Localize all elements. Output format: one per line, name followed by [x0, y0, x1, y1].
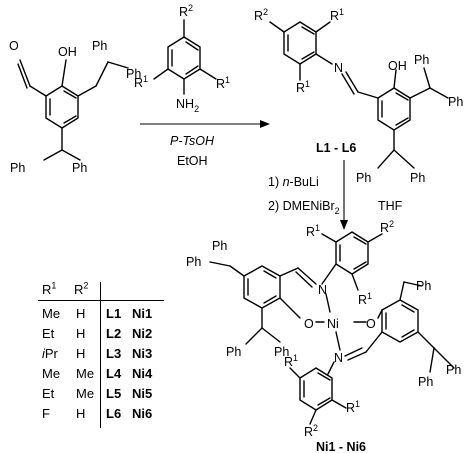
table-cell-complex: Ni1 [132, 306, 153, 321]
table-cell-complex: Ni3 [132, 346, 153, 361]
complex-ph-label-4: Ph [274, 345, 289, 359]
ligand-n-label: N [334, 61, 343, 75]
step1-arrow [140, 120, 270, 128]
aldehyde-ph-label-4: Ph [72, 161, 87, 175]
table-cell-r2: H [76, 406, 86, 421]
table-cell-r1: Me [42, 306, 61, 321]
table-cell-r2: Me [76, 386, 95, 401]
complex-r1-label-4: R1 [346, 399, 360, 415]
ligand-ph-label-1: Ph [414, 53, 429, 67]
complex-r1-label-3: R1 [284, 353, 298, 369]
complex-ph-label-5: Ph [416, 279, 431, 293]
table-cell-r1: Et [42, 386, 55, 401]
ligand-ph-label-3: Ph [356, 171, 371, 185]
imine-ligand-structure [269, 21, 449, 169]
ligand-ph-label-4: Ph [410, 171, 425, 185]
table-header-r2: R2 [74, 280, 89, 297]
aniline-nh2-label: NH2 [176, 97, 199, 114]
step2-solvent: THF [378, 199, 403, 213]
table-cell-r2: H [76, 326, 86, 341]
table-cell-r1: iPr [42, 346, 58, 361]
aniline-r1-right-label: R1 [216, 75, 230, 91]
table-header-r1: R1 [42, 280, 57, 297]
aniline-structure [153, 19, 217, 95]
table-cell-r1: F [42, 406, 50, 421]
complex-range-label: Ni1 - Ni6 [316, 440, 366, 453]
table-cell-ligand: L2 [106, 326, 122, 341]
aldehyde-ph-label-3: Ph [10, 161, 25, 175]
table-header-divider [38, 300, 164, 301]
table-cell-complex: Ni5 [132, 386, 153, 401]
table-cell-r1: Me [42, 366, 61, 381]
aldehyde-oh-label: OH [58, 45, 77, 59]
complex-r2-label-1: R2 [380, 219, 394, 235]
table-cell-complex: Ni6 [132, 406, 153, 421]
complex-ph-label-2: Ph [186, 255, 201, 269]
table-cell-r2: H [76, 346, 86, 361]
table-cell-ligand: L6 [106, 406, 122, 421]
step2-arrow [340, 160, 348, 230]
aldehyde-ph-label-1: Ph [92, 39, 107, 53]
complex-ph-label-6: Ph [446, 363, 461, 377]
complex-n-label-2: N [334, 351, 343, 365]
table-cell-r2: Me [76, 366, 95, 381]
aniline-r2-label: R2 [179, 3, 193, 19]
table-cell-ligand: L1 [106, 306, 122, 321]
complex-r1-label-2: R1 [358, 291, 372, 307]
aldehyde-ph-label-2: Ph [126, 67, 141, 81]
table-cell-ligand: L4 [106, 366, 122, 381]
table-cell-r1: Et [42, 326, 55, 341]
table-cell-ligand: L3 [106, 346, 122, 361]
ligand-r1-bottom-label: R1 [296, 79, 310, 95]
complex-r1-label-1: R1 [306, 223, 320, 239]
complex-ph-label-7: Ph [418, 375, 433, 389]
complex-ph-label-3: Ph [226, 345, 241, 359]
table-cell-r2: H [76, 306, 86, 321]
step1-solvent: EtOH [177, 154, 208, 168]
complex-r2-label-2: R2 [304, 423, 318, 439]
ligand-r1-top-label: R1 [330, 7, 344, 23]
complex-o-label-2: O [366, 317, 376, 331]
ligand-range-label: L1 - L6 [316, 141, 356, 155]
complex-o-label-1: O [304, 317, 314, 331]
aniline-r1-left-label: R1 [134, 74, 148, 90]
ligand-oh-label: OH [388, 59, 407, 73]
table-column-divider [100, 282, 101, 428]
table-cell-ligand: L5 [106, 386, 122, 401]
ligand-ph-label-2: Ph [448, 95, 463, 109]
table-cell-complex: Ni4 [132, 366, 153, 381]
ligand-r2-label: R2 [254, 7, 268, 23]
table-cell-complex: Ni2 [132, 326, 153, 341]
salicylaldehyde-structure [17, 59, 129, 161]
complex-n-label-1: N [318, 283, 327, 297]
step2-reagent-2: 2) DMENiBr2 [268, 199, 340, 216]
complex-ni-label: Ni [327, 317, 339, 331]
aldehyde-o-label: O [9, 39, 19, 53]
complex-ph-label-1: Ph [212, 239, 227, 253]
step2-reagent-1: 1) n-BuLi [268, 175, 319, 189]
nickel-complex-structure [209, 231, 455, 425]
step1-reagent: P-TsOH [170, 134, 215, 148]
